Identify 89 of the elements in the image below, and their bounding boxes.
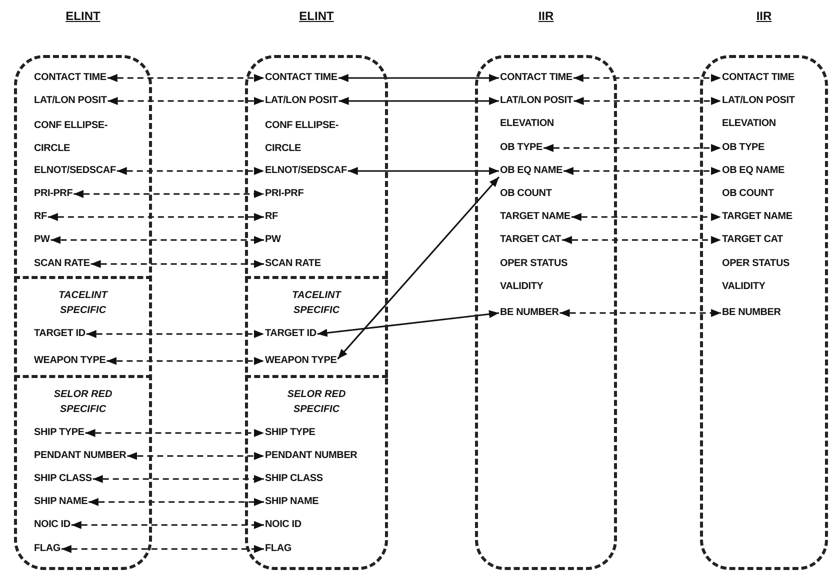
field-name: TARGET NAME [500, 210, 570, 224]
field-name: SHIP NAME [34, 495, 88, 509]
field-name: OPER STATUS [722, 257, 790, 271]
field-name: OB EQ NAME [722, 164, 784, 178]
field-name: BE NUMBER [500, 306, 559, 320]
dashed-arrow [108, 97, 264, 105]
field-name: WEAPON TYPE [265, 354, 337, 368]
field-name: PW [34, 233, 50, 247]
dashed-arrow [571, 213, 721, 221]
field-name: VALIDITY [500, 280, 544, 294]
field-name: PENDANT NUMBER [265, 449, 358, 463]
dashed-arrow [48, 213, 264, 221]
field-name: FLAG [34, 542, 60, 556]
field-name: OB TYPE [722, 141, 764, 155]
field-name: PW [265, 233, 281, 247]
section-heading: TACELINT SPECIFIC [58, 289, 109, 318]
column-heading: ELINT [64, 8, 102, 24]
field-name: NOIC ID [34, 518, 70, 532]
field-name: OB COUNT [500, 187, 552, 201]
field-name: LAT/LON POSIT [265, 94, 338, 108]
dashed-arrow [562, 236, 721, 244]
field-name: TARGET NAME [722, 210, 792, 224]
column-heading: ELINT [298, 8, 335, 24]
field-name: PRI-PRF [265, 187, 304, 201]
dashed-arrow [86, 330, 264, 338]
dashed-arrow [574, 97, 721, 105]
dashed-arrow [88, 498, 264, 506]
dashed-arrow [74, 190, 264, 198]
column-heading: IIR [755, 8, 773, 24]
field-name: ELNOT/SEDSCAF [265, 164, 347, 178]
field-name: SCAN RATE [34, 257, 90, 271]
field-name: RF [265, 210, 278, 224]
dashed-arrow [127, 452, 264, 460]
field-name: SHIP CLASS [265, 472, 323, 486]
section-heading: SELOR RED SPECIFIC [52, 388, 114, 417]
section-heading: SELOR RED SPECIFIC [286, 388, 347, 417]
field-name: PENDANT NUMBER [34, 449, 126, 463]
field-name: OB COUNT [722, 187, 774, 201]
field-name: PRI-PRF [34, 187, 73, 201]
section-heading: TACELINT SPECIFIC [291, 289, 342, 318]
field-name: SHIP NAME [265, 495, 319, 509]
field-name: OB TYPE [500, 141, 542, 155]
field-name: CONTACT TIME [265, 71, 338, 85]
field-name: NOIC ID [265, 518, 302, 532]
column-heading: IIR [537, 8, 555, 24]
dashed-arrow [50, 236, 264, 244]
field-name: OB EQ NAME [500, 164, 562, 178]
field-name: SCAN RATE [265, 257, 321, 271]
dashed-arrow [560, 309, 721, 317]
dashed-arrow [106, 357, 264, 365]
arrow [338, 74, 499, 82]
field-name: TARGET ID [34, 327, 86, 341]
field-name: ELEVATION [722, 117, 776, 131]
dashed-arrow [71, 521, 264, 529]
field-name: FLAG [265, 542, 292, 556]
field-name: CONF ELLIPSE- CIRCLE [34, 114, 114, 160]
dashed-arrow [90, 260, 264, 268]
arrow [317, 310, 500, 337]
field-name: ELNOT/SEDSCAF [34, 164, 116, 178]
field-name: SHIP CLASS [34, 472, 92, 486]
field-name: RF [34, 210, 47, 224]
field-name: CONF ELLIPSE- CIRCLE [265, 114, 345, 160]
field-name: CONTACT TIME [722, 71, 794, 85]
arrow [348, 167, 499, 175]
field-name: CONTACT TIME [34, 71, 106, 85]
field-name: LAT/LON POSIT [34, 94, 107, 108]
field-name: WEAPON TYPE [34, 354, 106, 368]
field-name: SHIP TYPE [34, 426, 84, 440]
dashed-arrow [61, 545, 264, 553]
dashed-arrow [563, 167, 721, 175]
field-name: SHIP TYPE [265, 426, 316, 440]
field-name: TARGET CAT [500, 233, 561, 247]
field-name: OPER STATUS [500, 257, 568, 271]
dashed-arrow [544, 144, 721, 152]
field-name: VALIDITY [722, 280, 766, 294]
field-name: LAT/LON POSIT [722, 94, 795, 108]
dashed-arrow [92, 475, 264, 483]
field-name: ELEVATION [500, 117, 554, 131]
field-name: LAT/LON POSIT [500, 94, 573, 108]
field-name: BE NUMBER [722, 306, 781, 320]
field-name: TARGET ID [265, 327, 316, 341]
field-name: TARGET CAT [722, 233, 783, 247]
dashed-arrow [573, 74, 721, 82]
arrow [337, 176, 500, 360]
arrow [338, 97, 499, 105]
dashed-arrow [116, 167, 264, 175]
dashed-arrow [107, 74, 264, 82]
dashed-arrow [85, 429, 264, 437]
field-name: CONTACT TIME [500, 71, 572, 85]
